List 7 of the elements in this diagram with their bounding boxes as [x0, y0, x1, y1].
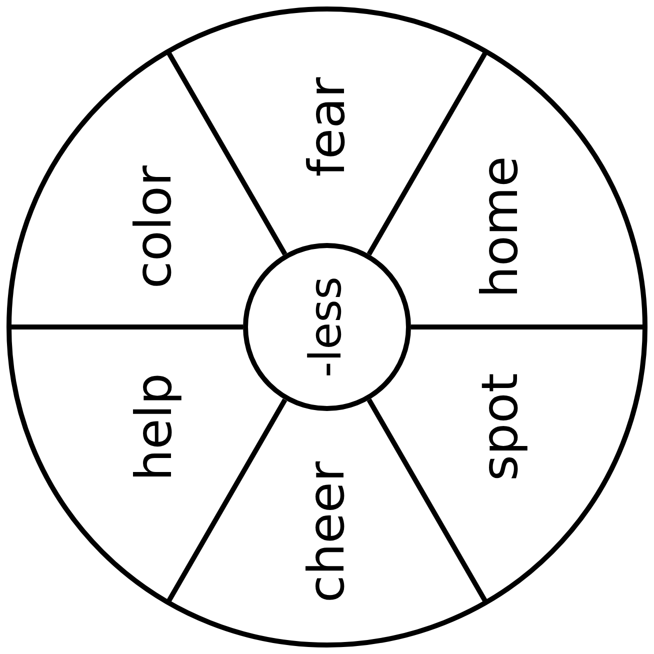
word-label: help: [128, 372, 179, 482]
word-label: spot: [475, 373, 526, 481]
suffix-label: -less: [305, 276, 349, 378]
word-label: cheer: [302, 461, 352, 603]
word-label: color: [128, 165, 179, 289]
word-label: fear: [302, 77, 352, 177]
word-label: home: [475, 156, 526, 298]
